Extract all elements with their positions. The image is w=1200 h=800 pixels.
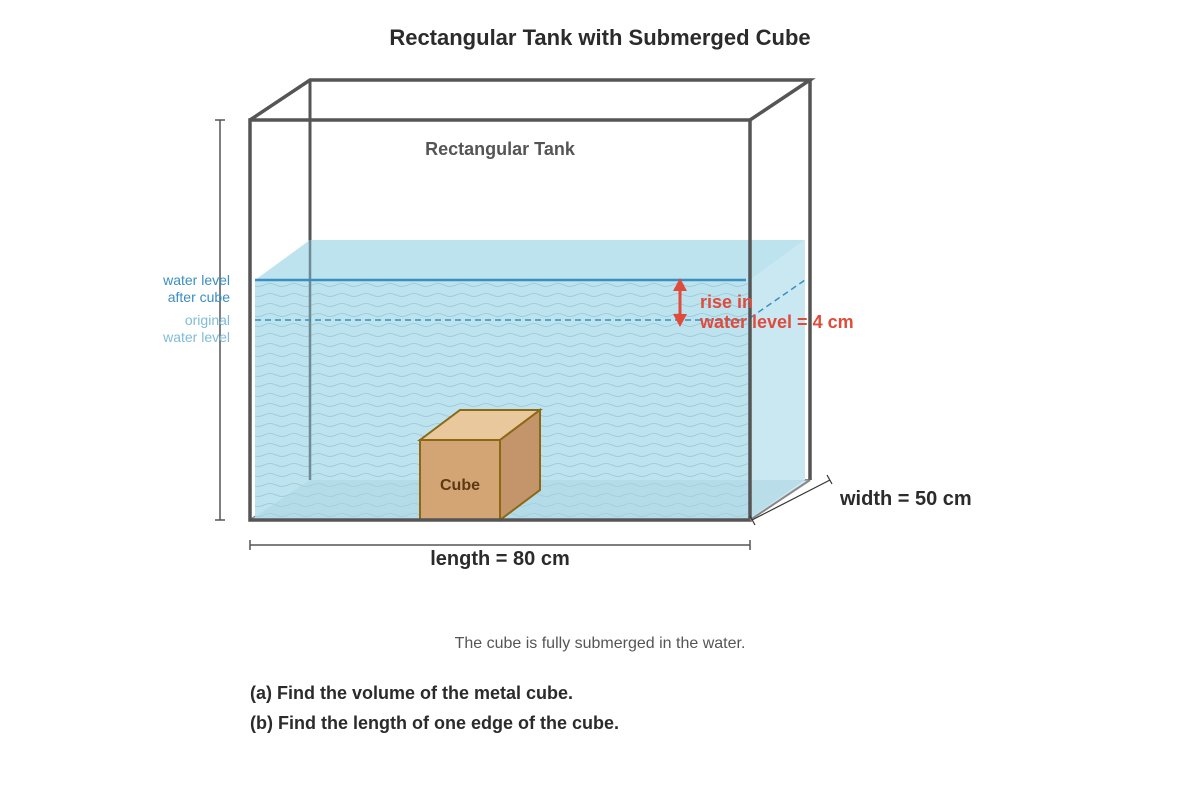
water-bottom [250,480,810,520]
length-dimension [249,540,751,550]
question-a: (a) Find the volume of the metal cube. [250,683,574,703]
water-level-original-side-line [749,279,806,319]
rise-label-2: water level = 4 cm [699,312,854,332]
tank-front-edges [248,78,816,522]
length-label: length = 80 cm [430,548,570,570]
question-b: (b) Find the length of one edge of the c… [250,713,619,733]
rise-label-1: rise in [700,292,753,312]
water-top-surface [255,240,805,280]
water-level-after-label-1: water level [162,272,230,288]
water-level-original-label-2: water level [162,329,230,345]
width-dimension [749,474,833,526]
water-level-original-label-1: original [185,312,230,328]
water-level-after-label-2: after cube [168,289,230,305]
height-bracket [215,119,225,521]
note-text: The cube is fully submerged in the water… [454,635,746,652]
cube-front [419,439,501,521]
water-side [750,240,805,518]
diagram-title: Rectangular Tank with Submerged Cube [389,25,810,50]
cube: Cube [417,408,543,522]
rise-arrow [673,278,687,327]
tank-label: Rectangular Tank [425,139,576,159]
cube-label: Cube [440,477,480,494]
width-label: width = 50 cm [839,488,972,510]
